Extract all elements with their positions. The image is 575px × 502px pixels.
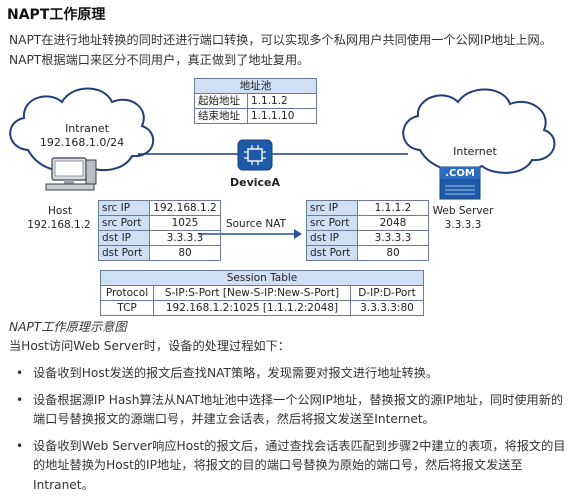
- table-row: src Port 2048: [306, 215, 429, 231]
- packet-before-field: src IP: [98, 200, 150, 216]
- source-nat-label: Source NAT: [225, 218, 287, 230]
- step-text: 设备根据源IP Hash算法从NAT地址池中选择一个公网IP地址，替换报文的源I…: [33, 392, 564, 427]
- bullet-icon: •: [16, 438, 24, 453]
- host-label: Host: [48, 205, 72, 217]
- steps-list: • 设备收到Host发送的报文后查找NAT策略，发现需要对报文进行地址转换。 • 设…: [0, 364, 575, 502]
- bullet-icon: •: [16, 392, 24, 407]
- pool-start-label: 起始地址: [194, 93, 248, 109]
- packet-after-field: dst IP: [306, 230, 358, 246]
- process-intro: 当Host访问Web Server时，设备的处理过程如下：: [9, 339, 290, 353]
- address-pool-header: 地址池: [194, 78, 317, 94]
- table-row: Protocol S-IP:S-Port [New-S-IP:New-S-Por…: [100, 285, 424, 301]
- intro-paragraph: NAPT在进行地址转换的同时还进行端口转换，可以实现多个私网用户共同使用一个公网…: [9, 33, 552, 67]
- table-row: 起始地址 1.1.1.2: [194, 93, 317, 109]
- packet-before-value: 1025: [149, 215, 221, 231]
- pool-start-value: 1.1.1.2: [247, 93, 317, 109]
- packet-before-table: src IP 192.168.1.2 src Port 1025 dst IP …: [98, 200, 221, 261]
- list-item: • 设备收到Web Server响应Host的报文后，通过查找会话表匹配到步骤2中…: [0, 437, 575, 496]
- napt-diagram: Intranet 192.168.1.0/24 Internet .COM De…: [0, 72, 575, 321]
- intranet-subnet-label: 192.168.1.0/24: [39, 136, 125, 149]
- packet-after-value: 80: [357, 245, 429, 261]
- session-table: Session Table Protocol S-IP:S-Port [New-…: [100, 270, 424, 316]
- session-col-header: D-IP:D-Port: [350, 285, 424, 301]
- table-row: TCP 192.168.1.2:1025 [1.1.1.2:2048] 3.3.…: [100, 300, 424, 316]
- session-cell: 3.3.3.3:80: [350, 300, 424, 316]
- packet-before-field: src Port: [98, 215, 150, 231]
- com-label: .COM: [445, 168, 475, 179]
- table-row: src IP 192.168.1.2: [98, 200, 221, 216]
- table-row: dst Port 80: [98, 245, 221, 261]
- step-text: 设备收到Host发送的报文后查找NAT策略，发现需要对报文进行地址转换。: [33, 366, 439, 380]
- packet-after-value: 2048: [357, 215, 429, 231]
- server-ip-label: 3.3.3.3: [444, 219, 482, 231]
- packet-before-field: dst IP: [98, 230, 150, 246]
- pool-end-value: 1.1.1.10: [247, 108, 317, 124]
- packet-after-field: dst Port: [306, 245, 358, 261]
- session-cell: 192.168.1.2:1025 [1.1.1.2:2048]: [153, 300, 351, 316]
- host-computer-icon: [45, 157, 97, 191]
- packet-before-field: dst Port: [98, 245, 150, 261]
- figure-caption: NAPT工作原理示意图: [9, 320, 127, 334]
- web-server-icon: [439, 166, 481, 200]
- device-router-icon: [237, 139, 273, 171]
- packet-after-value: 3.3.3.3: [357, 230, 429, 246]
- page-title: NAPT工作原理: [7, 7, 106, 23]
- intranet-label: Intranet: [65, 122, 109, 135]
- session-col-header: Protocol: [100, 285, 154, 301]
- packet-after-value: 1.1.1.2: [357, 200, 429, 216]
- table-row: src IP 1.1.1.2: [306, 200, 429, 216]
- bullet-icon: •: [16, 366, 24, 380]
- list-item: • 设备根据源IP Hash算法从NAT地址池中选择一个公网IP地址，替换报文的源…: [0, 391, 575, 430]
- table-row: dst Port 80: [306, 245, 429, 261]
- table-row: dst IP 3.3.3.3: [306, 230, 429, 246]
- session-table-header: Session Table: [100, 270, 424, 286]
- packet-before-value: 80: [149, 245, 221, 261]
- device-label: DeviceA: [229, 176, 281, 189]
- session-cell: TCP: [100, 300, 154, 316]
- packet-before-value: 192.168.1.2: [149, 200, 221, 216]
- list-item: • 设备收到Host发送的报文后查找NAT策略，发现需要对报文进行地址转换。: [0, 364, 575, 384]
- address-pool-table: 地址池 起始地址 1.1.1.2 结束地址 1.1.1.10: [194, 78, 317, 124]
- table-row: src Port 1025: [98, 215, 221, 231]
- packet-after-field: src Port: [306, 215, 358, 231]
- table-row: 结束地址 1.1.1.10: [194, 108, 317, 124]
- internet-cloud: [402, 88, 556, 174]
- table-row: dst IP 3.3.3.3: [98, 230, 221, 246]
- diagram-graphics: [9, 87, 556, 239]
- session-col-header: S-IP:S-Port [New-S-IP:New-S-Port]: [153, 285, 351, 301]
- server-label: Web Server: [432, 205, 494, 217]
- step-text: 设备收到Web Server响应Host的报文后，通过查找会话表匹配到步骤2中建…: [33, 438, 566, 492]
- pool-end-label: 结束地址: [194, 108, 248, 124]
- packet-after-field: src IP: [306, 200, 358, 216]
- packet-after-table: src IP 1.1.1.2 src Port 2048 dst IP 3.3.…: [306, 200, 429, 261]
- packet-before-value: 3.3.3.3: [149, 230, 221, 246]
- host-ip-label: 192.168.1.2: [27, 219, 91, 231]
- internet-label: Internet: [453, 145, 497, 158]
